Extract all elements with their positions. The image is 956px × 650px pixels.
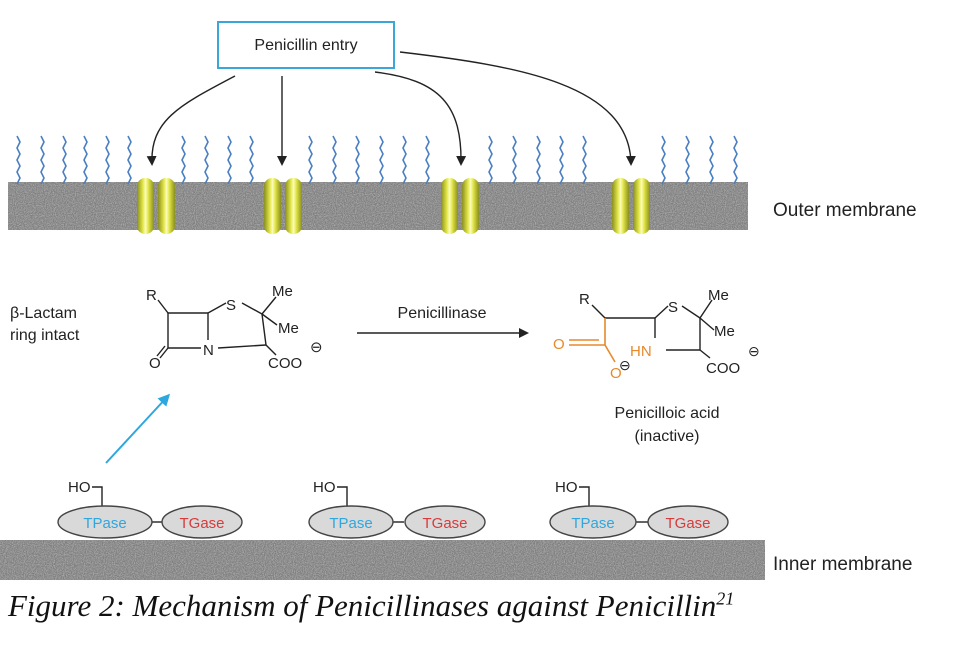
atom-r: R [146, 287, 157, 304]
atom-s: S [226, 297, 236, 314]
atom-me: Me [708, 287, 729, 304]
porin [137, 178, 175, 234]
atom-me: Me [714, 323, 735, 340]
beta-lactam-label: β-Lactam [10, 305, 77, 322]
acylation-arrow [105, 393, 171, 464]
tpase-domain [308, 505, 394, 539]
atom-r: R [579, 291, 590, 308]
tpase-domain [549, 505, 637, 539]
porin [264, 178, 302, 234]
charge: ⊖ [748, 343, 760, 359]
inner-membrane-label: Inner membrane [773, 554, 912, 575]
tgase-label: TGase [179, 515, 224, 532]
atom-hn: HN [630, 343, 652, 360]
entry-arrow [146, 75, 236, 166]
tpase-domain [57, 505, 153, 539]
charge: ⊖ [619, 357, 631, 373]
tpase-label: TPase [571, 515, 614, 532]
tgase-label: TGase [665, 515, 710, 532]
outer-membrane-label: Outer membrane [773, 200, 917, 221]
pbp-complex: HO TPase TGase [549, 479, 729, 539]
mechanism-diagram: Penicillin entry Outer membrane β-Lactam… [0, 21, 917, 580]
tgase-domain [647, 505, 729, 539]
porin-channels [137, 178, 650, 234]
atom-o: O [610, 365, 622, 382]
entry-label: Penicillin entry [254, 37, 357, 54]
ho-label: HO [313, 479, 336, 496]
inner-membrane [0, 540, 765, 580]
atom-coo: COO [268, 355, 302, 372]
atom-s: S [668, 299, 678, 316]
entry-arrow [399, 51, 636, 166]
tgase-domain [404, 505, 486, 539]
penicilloic-acid-structure: R S Me Me HN O O ⊖ COO ⊖ [553, 287, 760, 382]
entry-arrow [374, 71, 467, 166]
pbp-complex: HO TPase TGase [308, 479, 486, 539]
penicillin-structure: R S Me Me N O COO ⊖ [146, 283, 323, 372]
atom-o: O [553, 336, 565, 353]
lps-chains [16, 135, 738, 185]
figure-caption: Figure 2: Mechanism of Penicillinases ag… [8, 588, 948, 624]
penicillinase-label: Penicillinase [398, 305, 487, 322]
entry-box [217, 21, 395, 69]
ho-label: HO [555, 479, 578, 496]
caption-text: Figure 2: Mechanism of Penicillinases ag… [8, 588, 717, 623]
pbp-complex: HO TPase TGase [57, 479, 243, 539]
charge: ⊖ [310, 339, 323, 356]
tpase-label: TPase [329, 515, 372, 532]
caption-reference: 21 [716, 588, 735, 609]
atom-o: O [149, 355, 161, 372]
tgase-label: TGase [422, 515, 467, 532]
atom-n: N [203, 342, 214, 359]
inactive-label: (inactive) [635, 428, 700, 445]
tgase-domain [161, 505, 243, 539]
ho-label: HO [68, 479, 91, 496]
ring-intact-label: ring intact [10, 327, 80, 344]
porin [441, 178, 479, 234]
atom-coo: COO [706, 360, 740, 377]
porin [612, 178, 650, 234]
atom-me: Me [278, 320, 299, 337]
tpase-label: TPase [83, 515, 126, 532]
entry-arrows [146, 51, 636, 166]
penicilloic-acid-label: Penicilloic acid [615, 405, 720, 422]
atom-me: Me [272, 283, 293, 300]
